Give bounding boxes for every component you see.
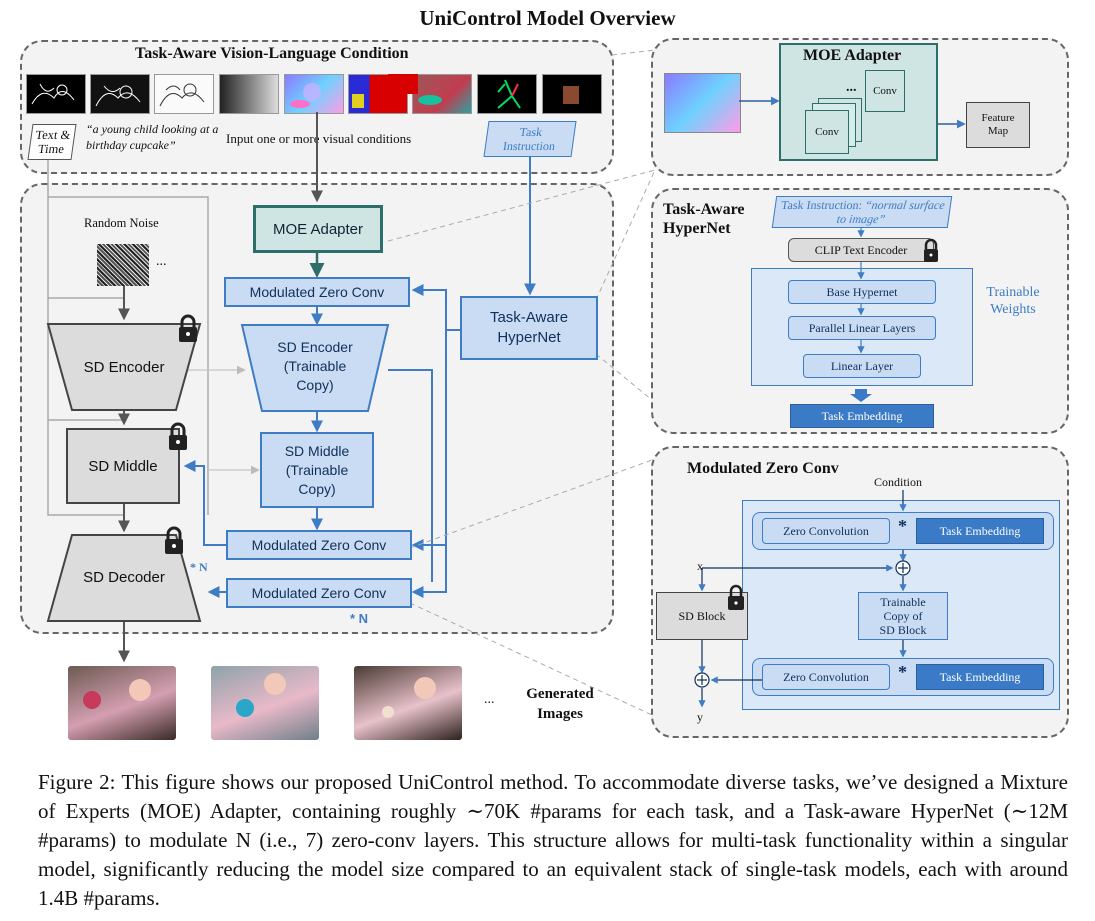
figure-title: UniControl Model Overview xyxy=(419,6,676,30)
zero-convolution-top: Zero Convolution xyxy=(762,518,890,544)
vision-language-title: Task-Aware Vision-Language Condition xyxy=(135,45,409,62)
lock-icon xyxy=(179,314,197,342)
zero-convolution-bottom: Zero Convolution xyxy=(762,664,890,690)
text-prompt: “a young child looking at a birthday cup… xyxy=(86,122,219,152)
lock-icon xyxy=(169,422,187,450)
sd-encoder-label: SD Encoder xyxy=(83,358,165,376)
visual-conditions-label: Input one or more visual conditions xyxy=(226,131,412,146)
task-embedding-top: Task Embedding xyxy=(916,518,1044,544)
condition-seg2-thumb xyxy=(412,74,472,114)
y-label: y xyxy=(697,710,703,724)
generated-image-3 xyxy=(354,666,462,740)
task-embedding-box: Task Embedding xyxy=(790,404,934,428)
condition-normal-thumb xyxy=(284,74,344,114)
moe-panel-title: MOE Adapter xyxy=(803,47,902,64)
modulated-zero-conv-top: Modulated Zero Conv xyxy=(224,277,410,307)
bottom-times-n: * N xyxy=(350,611,369,626)
plus-circle-icon xyxy=(895,560,911,576)
moe-adapter-box: MOE Adapter xyxy=(253,205,383,253)
condition-depth-thumb xyxy=(219,74,279,114)
clip-text-encoder: CLIP Text Encoder xyxy=(788,238,934,262)
parallel-linear-box: Parallel Linear Layers xyxy=(788,316,936,340)
moe-conv-front: Conv xyxy=(805,110,849,154)
sd-decoder-label: SD Decoder xyxy=(83,568,165,586)
plus-circle-icon xyxy=(694,672,710,688)
feature-map-box: Feature Map xyxy=(966,102,1030,148)
sd-decoder-shape xyxy=(46,534,202,622)
trainable-weights-label: Trainable Weights xyxy=(986,285,1040,317)
zeroconv-panel-title: Modulated Zero Conv xyxy=(687,460,839,477)
generated-ellipsis: ... xyxy=(484,692,495,707)
task-aware-hypernet-box: Task-Aware HyperNet xyxy=(460,296,598,360)
lock-icon xyxy=(728,584,744,610)
base-hypernet-box: Base Hypernet xyxy=(788,280,936,304)
task-embedding-bottom: Task Embedding xyxy=(916,664,1044,690)
random-noise-label: Random Noise xyxy=(84,216,159,230)
trainable-copy-block: Trainable Copy of SD Block xyxy=(858,592,948,640)
sd-middle-block: SD Middle xyxy=(66,428,180,504)
sd-block: SD Block xyxy=(656,592,748,640)
condition-sketch-thumb xyxy=(154,74,214,114)
figure-caption: Figure 2: This figure shows our proposed… xyxy=(38,770,1068,910)
random-noise-image xyxy=(97,244,149,286)
x-label: x xyxy=(697,559,703,573)
sd-middle-copy-block: SD Middle (Trainable Copy) xyxy=(260,432,374,508)
down-arrow-icon xyxy=(850,389,872,402)
condition-pose-thumb xyxy=(477,74,537,114)
moe-input-image xyxy=(664,73,741,133)
sd-encoder-shape xyxy=(46,323,202,411)
multiply-bottom: * xyxy=(898,662,907,682)
modulated-zero-conv-bottom: Modulated Zero Conv xyxy=(226,578,412,608)
moe-conv-back: Conv xyxy=(865,70,905,112)
linear-layer-box: Linear Layer xyxy=(803,354,921,378)
hypernet-panel-title: Task-Aware HyperNet xyxy=(663,201,745,237)
lock-icon xyxy=(165,526,183,554)
sd-encoder-copy-shape xyxy=(240,324,390,412)
condition-label: Condition xyxy=(874,475,923,489)
generated-images-label: Generated Images xyxy=(526,686,594,722)
moe-dots: ... xyxy=(846,80,857,95)
generated-image-2 xyxy=(211,666,319,740)
condition-canny-thumb xyxy=(26,74,86,114)
sd-encoder-copy-label: SD Encoder (Trainable Copy) xyxy=(277,338,353,393)
decoder-times-n: * N xyxy=(190,560,208,574)
lock-icon xyxy=(924,238,938,262)
noise-ellipsis: ... xyxy=(156,254,167,269)
modulated-zero-conv-middle: Modulated Zero Conv xyxy=(226,530,412,560)
multiply-top: * xyxy=(898,516,907,536)
